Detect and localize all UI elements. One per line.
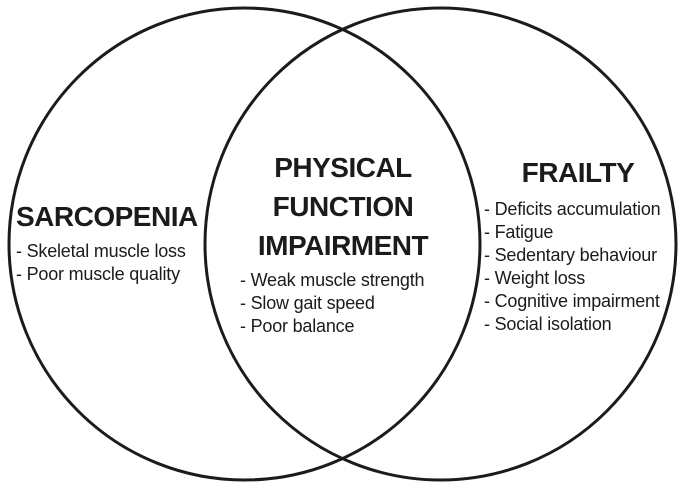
- overlap-section: PHYSICAL FUNCTION IMPAIRMENT - Weak musc…: [232, 148, 454, 338]
- list-item: - Weight loss: [484, 268, 586, 288]
- sarcopenia-circle: [7, 6, 482, 482]
- list-item: - Poor muscle quality: [16, 264, 180, 284]
- overlap-title-line: PHYSICAL: [274, 152, 412, 183]
- list-item: - Weak muscle strength: [240, 270, 425, 290]
- sarcopenia-section: SARCOPENIA - Skeletal muscle loss - Poor…: [16, 200, 216, 286]
- list-item: - Deficits accumulation: [484, 199, 661, 219]
- list-item: - Slow gait speed: [240, 293, 375, 313]
- frailty-section: FRAILTY - Deficits accumulation - Fatigu…: [484, 156, 672, 336]
- list-item: - Skeletal muscle loss: [16, 241, 186, 261]
- list-item: - Fatigue: [484, 222, 554, 242]
- overlap-title-line: IMPAIRMENT: [257, 230, 429, 261]
- overlap-title-line: FUNCTION: [272, 191, 414, 222]
- frailty-circle: [203, 6, 678, 482]
- frailty-items: - Deficits accumulation - Fatigue - Sede…: [484, 198, 672, 336]
- sarcopenia-title: SARCOPENIA: [16, 201, 198, 232]
- overlap-title: PHYSICAL FUNCTION IMPAIRMENT: [232, 148, 454, 265]
- sarcopenia-items: - Skeletal muscle loss - Poor muscle qua…: [16, 240, 216, 286]
- list-item: - Sedentary behaviour: [484, 245, 657, 265]
- frailty-title: FRAILTY: [521, 157, 635, 188]
- overlap-items: - Weak muscle strength - Slow gait speed…: [232, 269, 454, 338]
- list-item: - Social isolation: [484, 314, 612, 334]
- list-item: - Cognitive impairment: [484, 291, 660, 311]
- list-item: - Poor balance: [240, 316, 355, 336]
